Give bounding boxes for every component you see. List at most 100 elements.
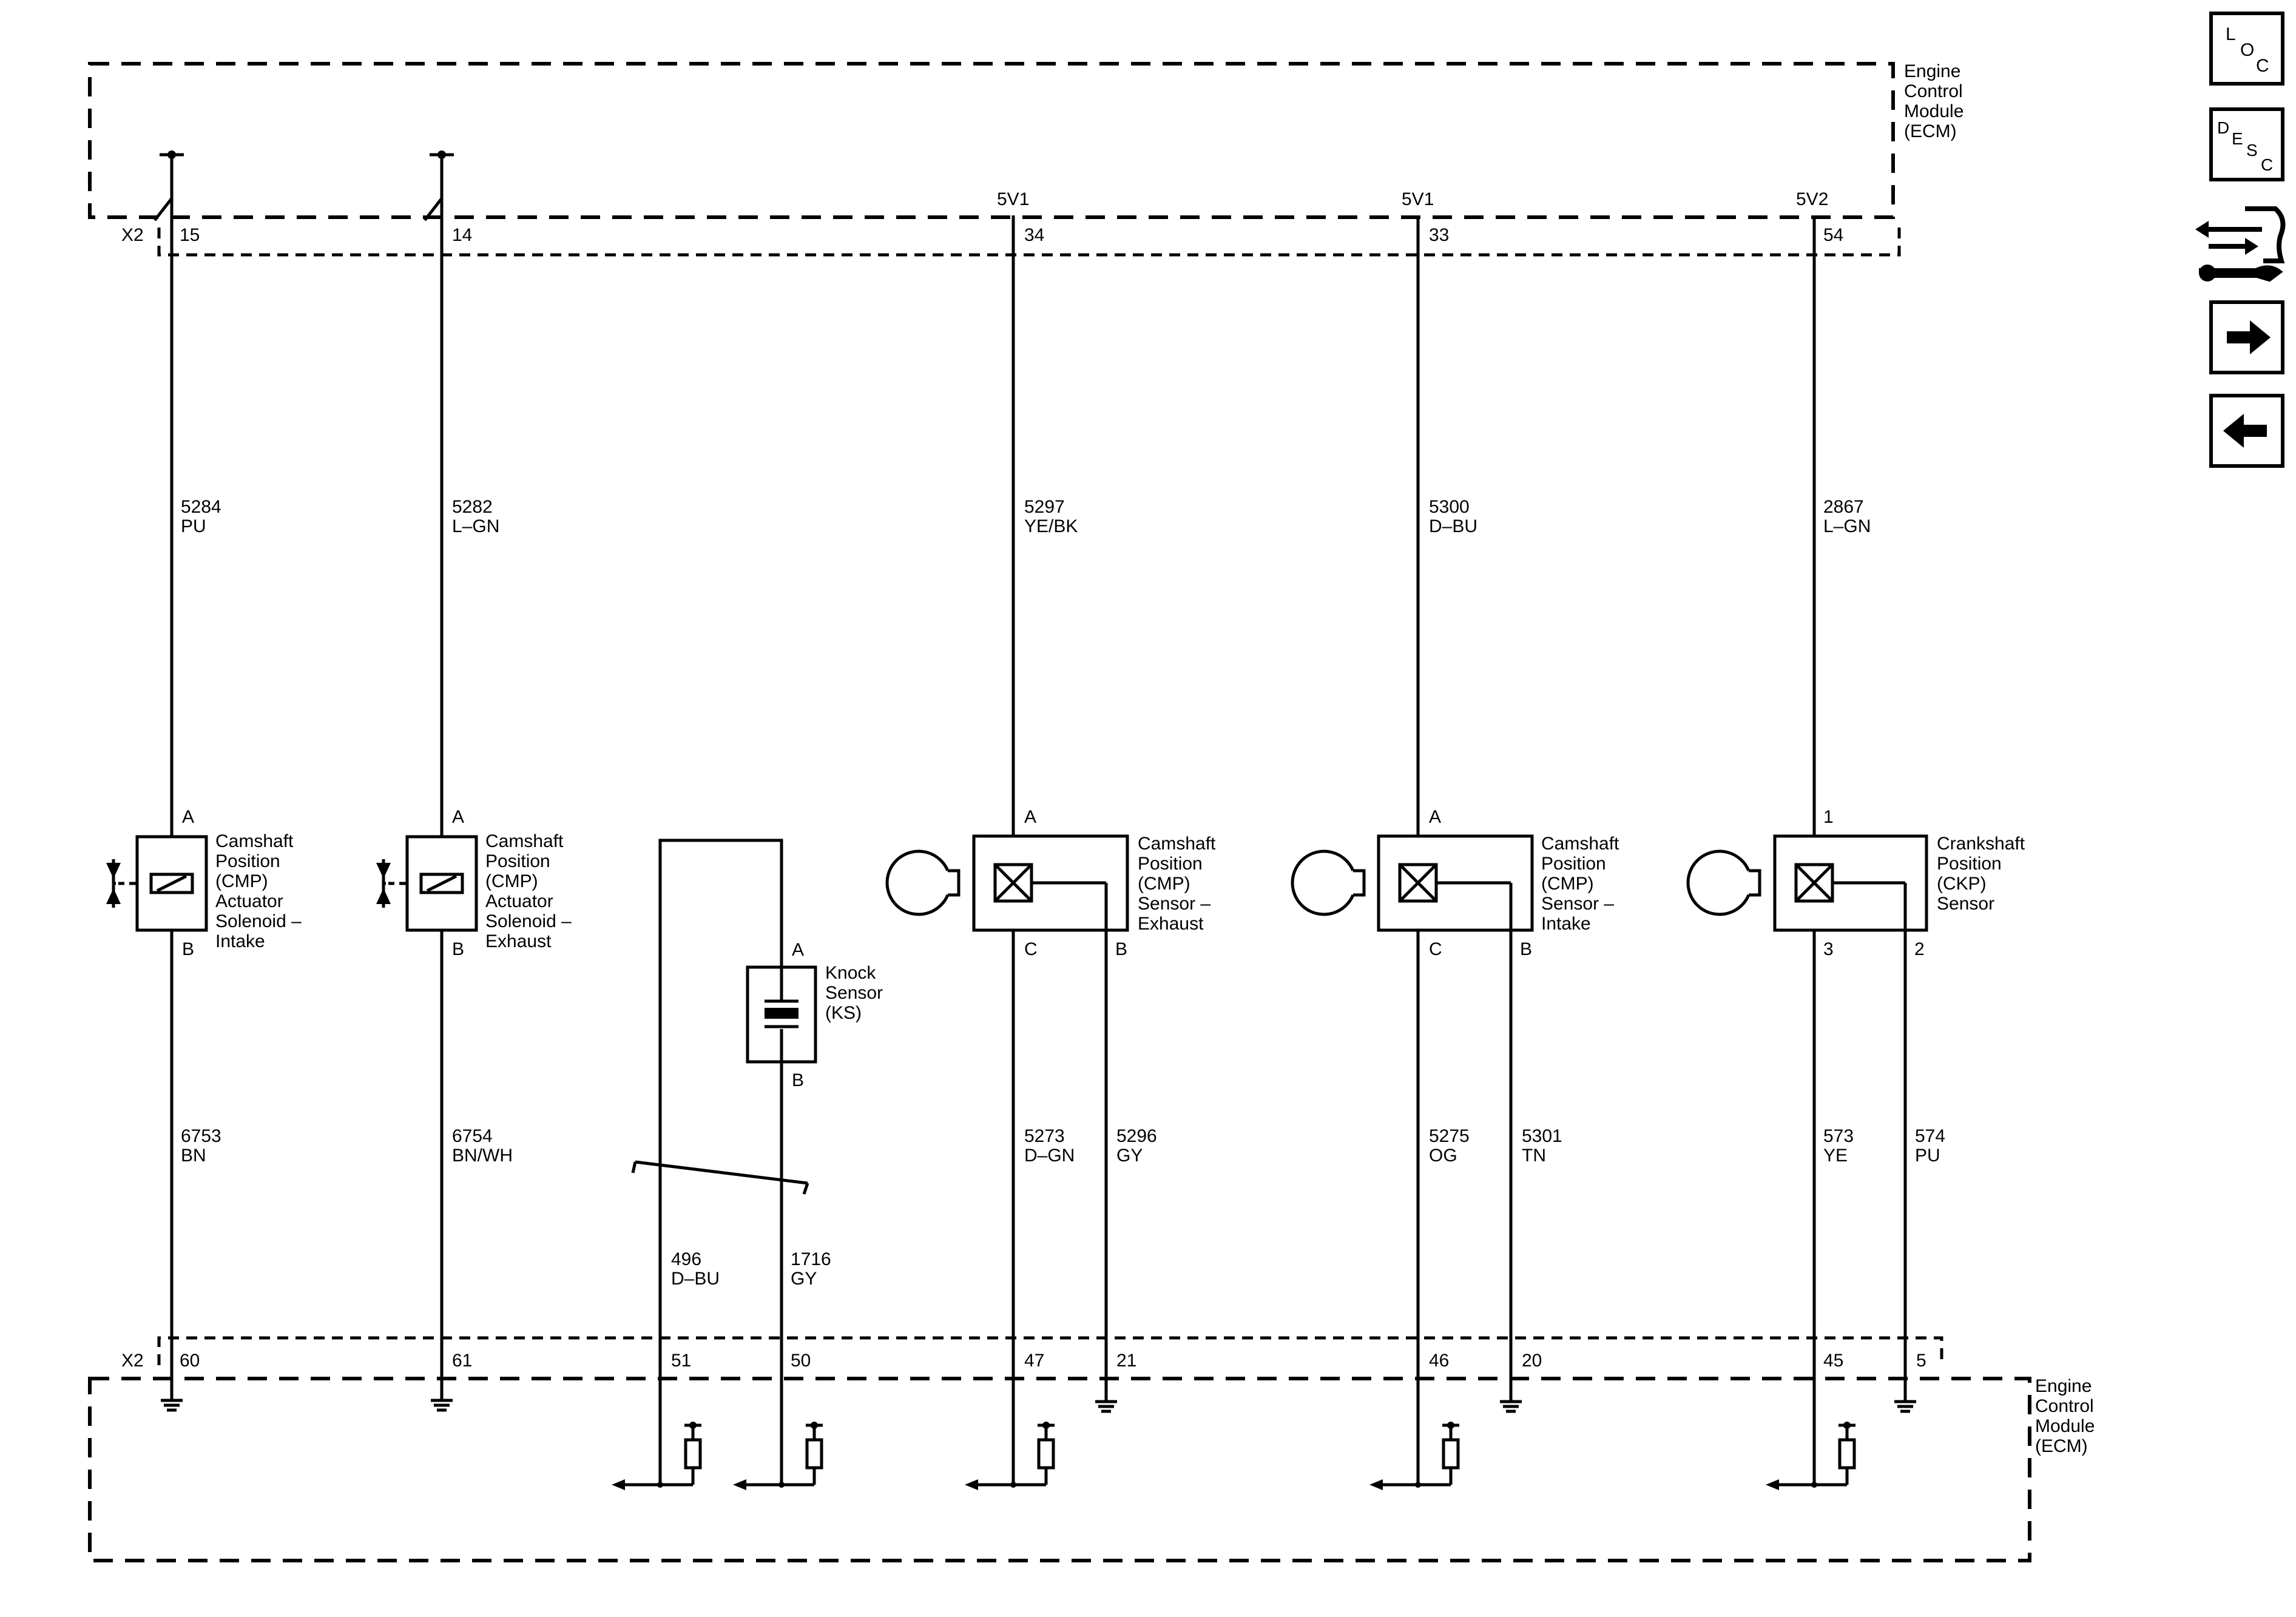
wire-color: YE/BK bbox=[1024, 516, 1078, 536]
name-line: (CMP) bbox=[1541, 874, 1594, 894]
pin-2: 2 bbox=[1914, 939, 1925, 959]
pin-14: 14 bbox=[452, 225, 472, 245]
ckp-sensor: 1 3 2 Crankshaft Position (CKP) Sensor bbox=[1688, 807, 2025, 959]
ecm-input-circuit-icon bbox=[733, 1422, 823, 1490]
cmp-sensor-intake: A C B Camshaft Position (CMP) Sensor – I… bbox=[1292, 807, 1624, 959]
ecm-top-boundary bbox=[88, 62, 1901, 257]
wire-number: 6753 bbox=[181, 1126, 221, 1146]
name-line: Position bbox=[1937, 854, 2002, 874]
next-page-button[interactable] bbox=[2209, 300, 2284, 374]
pin-50: 50 bbox=[791, 1351, 811, 1371]
wire-number: 5296 bbox=[1116, 1126, 1157, 1146]
ecm-top-line: Engine bbox=[1904, 61, 1960, 81]
connector-x2-top: X2 bbox=[121, 225, 144, 245]
previous-page-button[interactable] bbox=[2209, 394, 2284, 468]
component-name: Camshaft Position (CMP) Actuator Solenoi… bbox=[215, 831, 306, 951]
ecm-low-side-driver-14 bbox=[425, 150, 454, 220]
reluctor-wheel-icon bbox=[1688, 851, 1760, 914]
pin-3: 3 bbox=[1823, 939, 1834, 959]
wire-color: GY bbox=[1116, 1146, 1143, 1166]
ecm-bottom-line: Engine bbox=[2035, 1376, 2092, 1396]
desc-letter: D bbox=[2217, 118, 2229, 137]
pin-45: 45 bbox=[1823, 1351, 1843, 1371]
name-line: Camshaft bbox=[215, 831, 294, 851]
component-name: Camshaft Position (CMP) Actuator Solenoi… bbox=[485, 831, 576, 951]
wire-number: 5275 bbox=[1429, 1126, 1470, 1146]
pin-33: 33 bbox=[1429, 225, 1449, 245]
ecm-bottom-label: Engine Control Module (ECM) bbox=[2035, 1376, 2100, 1456]
wire-color: BN bbox=[181, 1146, 206, 1166]
name-line: Sensor bbox=[825, 983, 883, 1003]
desc-letter: C bbox=[2261, 155, 2273, 174]
pin-5: 5 bbox=[1916, 1351, 1926, 1371]
connector-tool-button[interactable] bbox=[2195, 206, 2286, 282]
ecm-bottom-line: (ECM) bbox=[2035, 1436, 2088, 1456]
desc-button[interactable]: D E S C bbox=[2209, 107, 2284, 181]
wire-color: OG bbox=[1429, 1146, 1457, 1166]
name-line: Knock bbox=[825, 963, 876, 983]
name-line: Position bbox=[485, 851, 550, 871]
cmp-sensor-exhaust: A C B Camshaft Position (CMP) Sensor – E… bbox=[887, 807, 1216, 959]
pin-c: C bbox=[1024, 939, 1038, 959]
pin-60: 60 bbox=[180, 1351, 200, 1371]
ground-icon bbox=[1894, 1391, 1916, 1411]
pin-34: 34 bbox=[1024, 225, 1044, 245]
wire-number: 5301 bbox=[1522, 1126, 1562, 1146]
knock-sensor: A B Knock Sensor (KS) bbox=[746, 940, 888, 1090]
hall-sensor-icon bbox=[995, 865, 1032, 901]
loc-letter: L bbox=[2226, 24, 2236, 44]
pin-61: 61 bbox=[452, 1351, 472, 1371]
pin-c: C bbox=[1429, 939, 1442, 959]
component-name: Knock Sensor (KS) bbox=[825, 963, 888, 1023]
pin-a: A bbox=[182, 807, 194, 827]
pin-b: B bbox=[1520, 939, 1532, 959]
ecm-bottom-line: Control bbox=[2035, 1396, 2094, 1416]
ecm-input-circuit-icon bbox=[1369, 1422, 1459, 1490]
ground-icon bbox=[1095, 1391, 1117, 1411]
wire-color: L–GN bbox=[1823, 516, 1871, 536]
pin-21: 21 bbox=[1116, 1351, 1136, 1371]
ecm-top-label: Engine Control Module (ECM) bbox=[1904, 61, 1969, 141]
pin-b: B bbox=[792, 1070, 804, 1090]
name-line: Camshaft bbox=[1541, 834, 1619, 854]
desc-letter: S bbox=[2246, 141, 2258, 160]
wire-number: 5300 bbox=[1429, 497, 1470, 517]
wire-color: GY bbox=[791, 1269, 817, 1289]
ecm-input-circuit-icon bbox=[1766, 1422, 1855, 1490]
pin-b: B bbox=[182, 939, 194, 959]
solenoid-icon bbox=[376, 837, 476, 930]
name-line: Intake bbox=[1541, 914, 1591, 934]
wire-number: 5297 bbox=[1024, 497, 1065, 517]
ground-icon bbox=[1500, 1391, 1522, 1411]
name-line: Actuator bbox=[215, 891, 283, 911]
desc-letter: E bbox=[2232, 129, 2243, 148]
pin-15: 15 bbox=[180, 225, 200, 245]
name-line: Crankshaft bbox=[1937, 834, 2025, 854]
wire-number: 2867 bbox=[1823, 497, 1864, 517]
wire-color: YE bbox=[1823, 1146, 1848, 1166]
name-line: Solenoid – bbox=[485, 911, 572, 931]
twisted-pair-marker bbox=[635, 1160, 808, 1185]
supply-label-34: 5V1 bbox=[997, 189, 1029, 209]
loc-button[interactable]: L O C bbox=[2209, 12, 2284, 86]
name-line: Sensor – bbox=[1541, 894, 1614, 914]
pin-a: A bbox=[1429, 807, 1441, 827]
pin-a: A bbox=[1024, 807, 1036, 827]
wire-color: PU bbox=[181, 516, 206, 536]
pin-47: 47 bbox=[1024, 1351, 1044, 1371]
wire-color: D–BU bbox=[671, 1269, 720, 1289]
supply-label-54: 5V2 bbox=[1796, 189, 1828, 209]
wire-color: TN bbox=[1522, 1146, 1546, 1166]
wire-number: 574 bbox=[1915, 1126, 1945, 1146]
ground-icon bbox=[431, 1389, 453, 1410]
pin-51: 51 bbox=[671, 1351, 691, 1371]
pin-b: B bbox=[452, 939, 464, 959]
ground-icon bbox=[161, 1389, 183, 1410]
component-name: Camshaft Position (CMP) Sensor – Intake bbox=[1541, 834, 1624, 934]
